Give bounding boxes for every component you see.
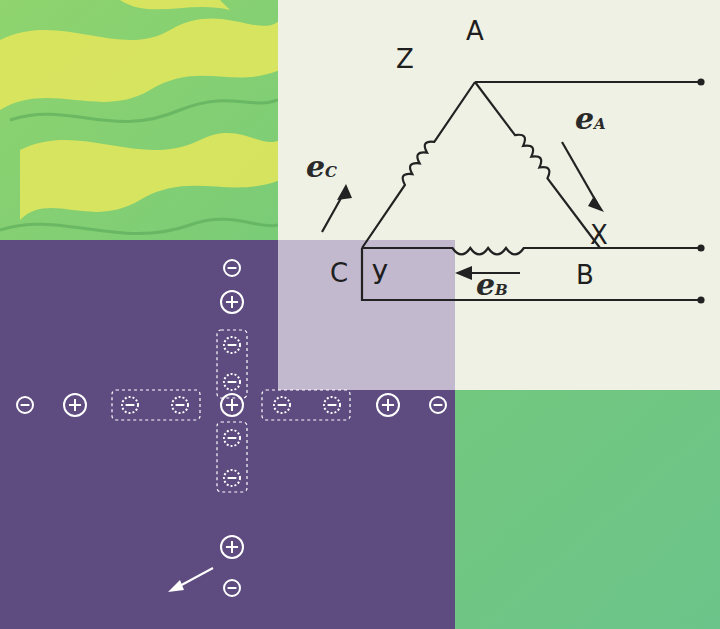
ion-symbol bbox=[64, 394, 86, 416]
swirl-pattern bbox=[0, 0, 280, 220]
electron-symbol bbox=[224, 470, 240, 486]
sign-stroke bbox=[228, 381, 237, 383]
electron-symbol bbox=[122, 397, 138, 413]
sign-stroke bbox=[74, 399, 76, 411]
sign-stroke bbox=[228, 344, 237, 346]
emf-label: eC bbox=[306, 152, 337, 182]
ion-symbol bbox=[221, 394, 243, 416]
sign-stroke bbox=[126, 404, 135, 406]
delta-circuit bbox=[322, 80, 704, 303]
electron-symbol bbox=[224, 430, 240, 446]
electron-symbol bbox=[224, 337, 240, 353]
terminal-label: Z bbox=[396, 46, 414, 72]
electron-symbol bbox=[224, 260, 240, 276]
sign-stroke bbox=[228, 267, 237, 269]
electron-symbol bbox=[172, 397, 188, 413]
vertex-label: B bbox=[576, 262, 594, 288]
electron-symbol bbox=[17, 397, 33, 413]
coil-b bbox=[362, 248, 600, 254]
terminal-label: X bbox=[590, 222, 608, 248]
electron-symbol bbox=[324, 397, 340, 413]
emf-label: eB bbox=[476, 270, 508, 300]
electron-cloud bbox=[112, 390, 200, 420]
ion-symbol bbox=[221, 291, 243, 313]
sign-stroke bbox=[228, 587, 237, 589]
sign-stroke bbox=[228, 477, 237, 479]
sign-stroke bbox=[387, 399, 389, 411]
electron-symbol bbox=[224, 580, 240, 596]
ion-symbol bbox=[221, 536, 243, 558]
vertex-label: C bbox=[330, 260, 348, 286]
electron-cloud bbox=[217, 422, 247, 492]
electron-symbol bbox=[224, 374, 240, 390]
sign-stroke bbox=[228, 437, 237, 439]
sign-stroke bbox=[231, 541, 233, 553]
electron-symbol bbox=[430, 397, 446, 413]
crystal-lattice bbox=[17, 260, 446, 596]
terminal-label: У bbox=[372, 262, 388, 288]
ion-symbol bbox=[377, 394, 399, 416]
electron-symbol bbox=[274, 397, 290, 413]
sign-stroke bbox=[176, 404, 185, 406]
circuit-panel bbox=[278, 0, 720, 390]
sign-stroke bbox=[328, 404, 337, 406]
sign-stroke bbox=[21, 404, 30, 406]
sign-stroke bbox=[278, 404, 287, 406]
emf-label: eA bbox=[575, 104, 606, 134]
electron-cloud bbox=[217, 330, 247, 398]
sign-stroke bbox=[434, 404, 443, 406]
coil-c bbox=[362, 82, 475, 248]
sign-stroke bbox=[231, 399, 233, 411]
overlap-region bbox=[278, 240, 455, 390]
lattice-panel bbox=[0, 240, 455, 629]
sign-stroke bbox=[231, 296, 233, 308]
vertex-label: A bbox=[466, 18, 484, 44]
electron-cloud bbox=[262, 390, 350, 420]
